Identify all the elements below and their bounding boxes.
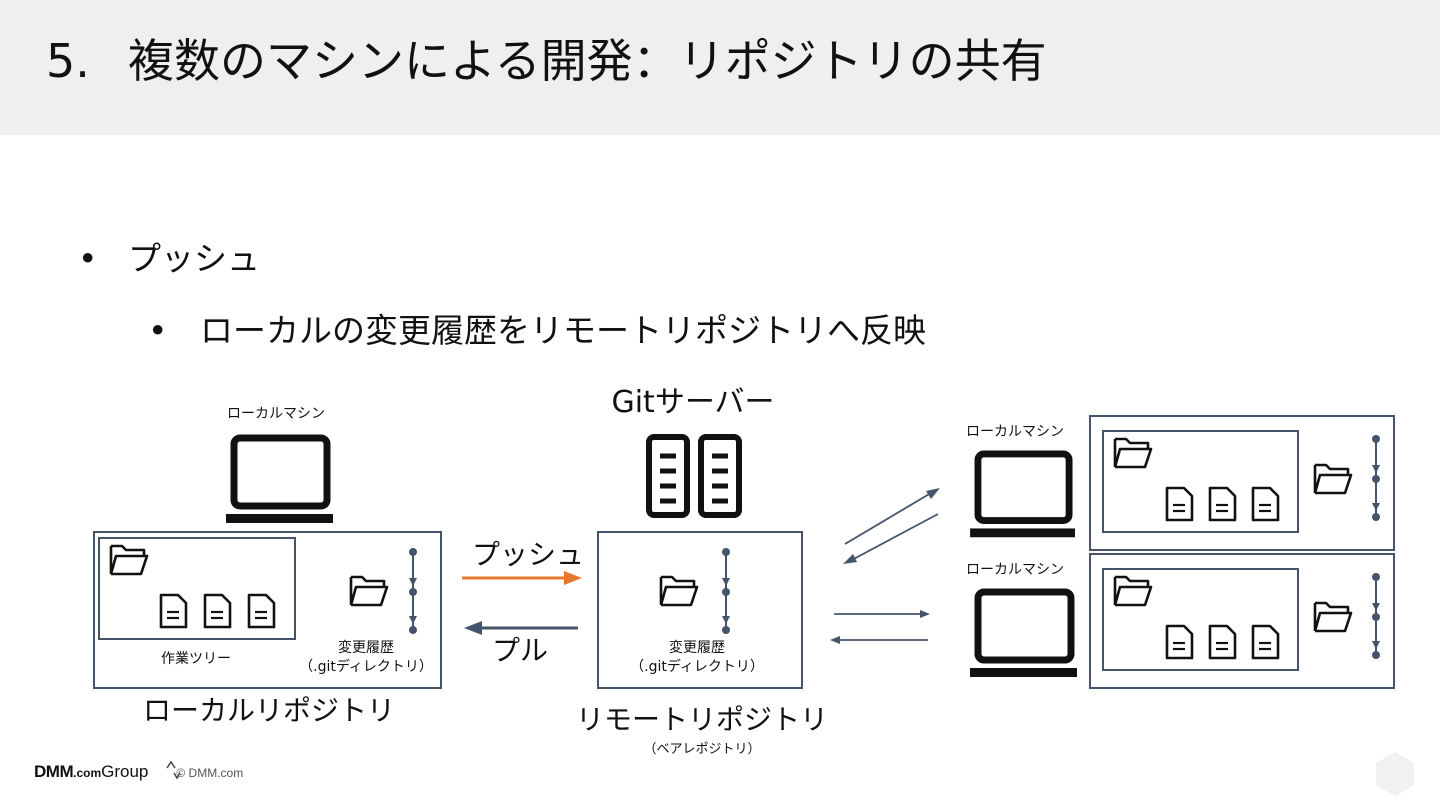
document-icon xyxy=(1208,624,1237,660)
server-icon xyxy=(701,437,739,515)
push-arrowhead xyxy=(564,571,582,585)
server-icon xyxy=(649,437,687,515)
bullet-text: プッシュ xyxy=(128,239,260,278)
brand-suffix: .com xyxy=(73,766,102,780)
laptop-icon xyxy=(970,454,1075,537)
slide-title: 5.複数のマシンによる開発：リポジトリの共有 xyxy=(46,38,1047,84)
sync-arrows-lower xyxy=(830,610,930,644)
commit-history-icon xyxy=(1371,434,1381,522)
remote-repository-label: リモートリポジトリ xyxy=(575,703,829,736)
slide-title-text: 複数のマシンによる開発：リポジトリの共有 xyxy=(128,34,1047,88)
bullet-level1: • プッシュ xyxy=(78,242,260,275)
right-machine-label-1: ローカルマシン xyxy=(966,424,1064,440)
right-work-tree-box-2 xyxy=(1102,568,1299,671)
title-bar xyxy=(0,0,1440,135)
work-tree-box xyxy=(98,537,296,640)
right-work-tree-box-1 xyxy=(1102,430,1299,533)
bullet-text: ローカルの変更履歴をリモートリポジトリへ反映 xyxy=(200,311,926,350)
commit-history-icon xyxy=(721,547,731,635)
work-tree-label: 作業ツリー xyxy=(161,651,231,667)
right-repository-box-2 xyxy=(1089,553,1395,689)
document-icon xyxy=(1251,624,1280,660)
bullet-marker: • xyxy=(148,311,168,350)
remote-repository-box xyxy=(597,531,803,689)
local-repository-box xyxy=(93,531,442,689)
pull-arrowhead xyxy=(464,621,482,635)
right-repository-box-1 xyxy=(1089,415,1395,551)
hexagon-icon xyxy=(1376,752,1414,796)
folder-icon xyxy=(1113,437,1153,469)
local-repository-label: ローカルリポジトリ xyxy=(142,694,396,727)
commit-history-icon xyxy=(1371,572,1381,660)
document-icon xyxy=(1165,486,1194,522)
document-icon xyxy=(1251,486,1280,522)
history-label-line1: 変更履歴 xyxy=(338,640,394,656)
document-icon xyxy=(203,593,232,629)
document-icon xyxy=(1165,624,1194,660)
remote-repository-sublabel: （ベアレポジトリ） xyxy=(643,742,761,757)
brand-text: DMM xyxy=(34,762,74,781)
document-icon xyxy=(159,593,188,629)
git-server-label: Gitサーバー xyxy=(611,385,775,420)
footer-logo: DMM.comGroup © DMM.com xyxy=(34,763,243,780)
group-text: Group xyxy=(101,762,149,781)
commit-history-icon xyxy=(408,547,418,635)
folder-icon xyxy=(349,575,389,607)
document-icon xyxy=(1208,486,1237,522)
history-label-line2: （.gitディレクトリ） xyxy=(299,659,433,675)
document-icon xyxy=(247,593,276,629)
group-mark-icon xyxy=(166,760,181,780)
right-machine-label-2: ローカルマシン xyxy=(966,562,1064,578)
bullet-marker: • xyxy=(78,239,98,278)
folder-icon xyxy=(1313,463,1353,495)
slide-number: 5. xyxy=(46,34,90,88)
remote-history-label-line2: （.gitディレクトリ） xyxy=(630,659,764,675)
folder-icon xyxy=(109,544,149,576)
folder-icon xyxy=(1313,601,1353,633)
bullet-level2: • ローカルの変更履歴をリモートリポジトリへ反映 xyxy=(148,314,926,347)
remote-history-label-line1: 変更履歴 xyxy=(669,640,725,656)
push-label: プッシュ xyxy=(472,538,585,571)
left-machine-label: ローカルマシン xyxy=(227,406,325,422)
copyright-text: © DMM.com xyxy=(176,766,244,780)
pull-label: プル xyxy=(492,634,549,667)
laptop-icon xyxy=(970,592,1077,677)
sync-arrows-upper xyxy=(843,488,940,564)
folder-icon xyxy=(659,575,699,607)
laptop-icon xyxy=(226,438,333,523)
folder-icon xyxy=(1113,575,1153,607)
